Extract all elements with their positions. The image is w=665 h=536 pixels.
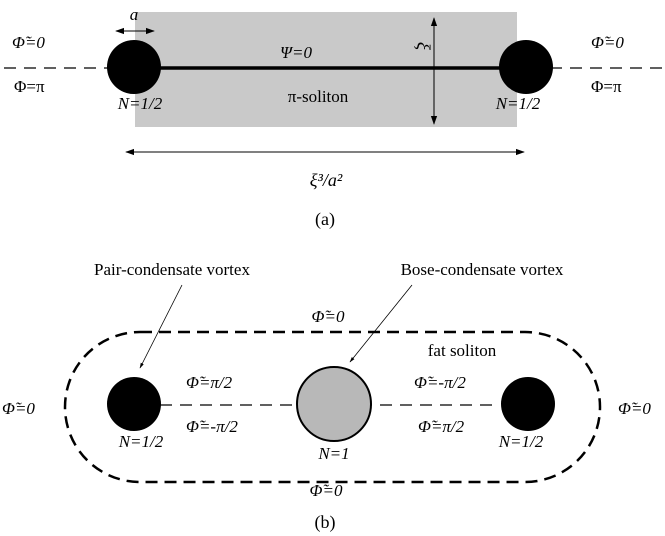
- pair-vortex-pointer: [139, 284, 183, 369]
- half-vortex-right-a: [499, 40, 553, 94]
- fat-soliton-label: fat soliton: [428, 341, 497, 360]
- caption-b: (b): [315, 512, 336, 533]
- phi-top-b: Φ̃=0: [312, 307, 345, 326]
- n-left-a: N=1/2: [117, 94, 163, 113]
- bose-vortex-label: Bose-condensate vortex: [401, 260, 564, 279]
- half-vortex-left-a: [107, 40, 161, 94]
- n-center-b: N=1: [317, 444, 349, 463]
- bose-vortex-pointer: [349, 284, 413, 363]
- soliton-label: π-soliton: [288, 87, 349, 106]
- soliton-width-label: ξ: [412, 42, 433, 51]
- phi-left-lower-b: Φ̃=-π/2: [186, 417, 238, 436]
- phi-right-a: Φ=π: [591, 77, 622, 96]
- phi-right-lower-b: Φ̃=π/2: [418, 417, 465, 436]
- psi-label: Ψ=0: [280, 43, 312, 62]
- length-label: ξ³/a²: [310, 170, 343, 190]
- phi-outer-right-b: Φ̃=0: [618, 399, 651, 418]
- bose-vortex: [296, 366, 372, 442]
- fat-soliton-boundary: [63, 330, 602, 484]
- core-size-label: a: [130, 5, 139, 24]
- phi-tilde-right-a: Φ̃=0: [591, 33, 624, 52]
- pair-vortex-right-b: [501, 377, 555, 431]
- phi-left-upper-b: Φ̃=π/2: [186, 373, 233, 392]
- panel-b: Pair-condensate vortex Bose-condensate v…: [2, 260, 651, 533]
- n-left-b: N=1/2: [118, 432, 164, 451]
- n-right-b: N=1/2: [498, 432, 544, 451]
- phi-right-upper-b: Φ̃=-π/2: [414, 373, 466, 392]
- caption-a: (a): [315, 209, 335, 230]
- panel-a: a ξ Φ̃=0 Φ=π Φ̃=0 Φ=π Ψ=0 π-soliton N=1/…: [4, 5, 662, 230]
- n-right-a: N=1/2: [495, 94, 541, 113]
- pair-vortex-left-b: [107, 377, 161, 431]
- phi-left-a: Φ=π: [14, 77, 45, 96]
- phi-tilde-left-a: Φ̃=0: [12, 33, 45, 52]
- pair-vortex-label: Pair-condensate vortex: [94, 260, 250, 279]
- phi-bottom-b: Φ̃=0: [310, 481, 343, 500]
- phi-outer-left-b: Φ̃=0: [2, 399, 35, 418]
